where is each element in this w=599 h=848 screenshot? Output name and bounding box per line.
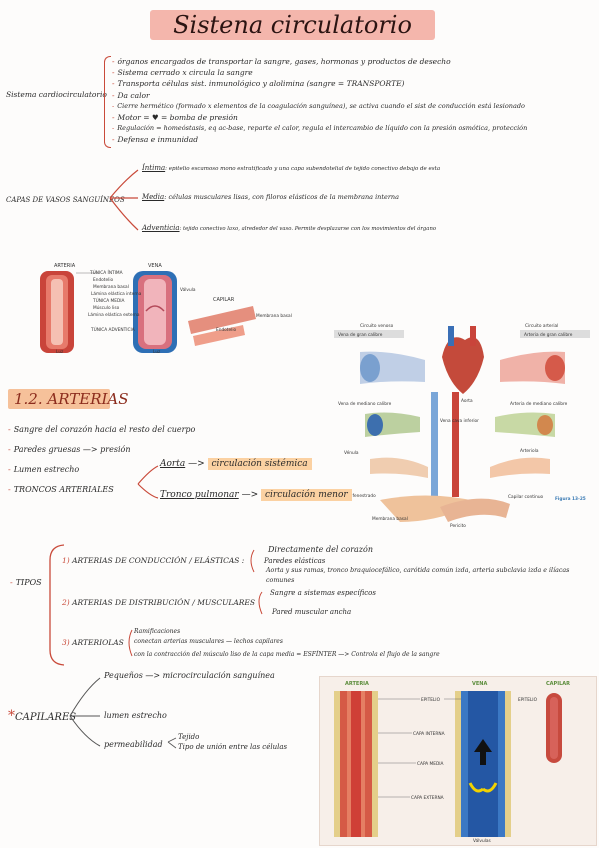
list-item: -Regulación = homeóstasis, eq ac-base, r…	[112, 124, 528, 133]
vasos-label: CAPAS DE VASOS SANGUÍNEOS	[6, 196, 125, 204]
tipos-label: -TIPOS	[10, 578, 42, 587]
svg-text:CAPA EXTERNA: CAPA EXTERNA	[411, 795, 444, 801]
tipo-2: 2) ARTERIAS DE DISTRIBUCIÓN / MUSCULARES	[62, 598, 256, 607]
svg-text:ARTERIA: ARTERIA	[345, 681, 369, 687]
list-item: -Sistema cerrado x circula la sangre	[112, 68, 253, 78]
capilar-item: Pequeños —> microcirculación sanguínea	[104, 671, 275, 680]
svg-text:Capilar continuo: Capilar continuo	[508, 494, 544, 500]
tipo-1: 1) ARTERIAS DE CONDUCCIÓN / ELÁSTICAS :	[62, 556, 245, 565]
list-item: -órganos encargados de transportar la sa…	[112, 57, 451, 66]
svg-text:TÚNICA ÍNTIMA: TÚNICA ÍNTIMA	[89, 269, 123, 276]
vaso-adventicia: Adventicia: tejido conectivo laxo, alred…	[142, 224, 437, 232]
circulation-illustration: Circuito venoso Vena de gran calibre Cir…	[330, 322, 592, 529]
capilares-label: *CAPILARES	[8, 708, 77, 724]
svg-text:Luz: Luz	[153, 349, 161, 355]
svg-text:CAPA INTERNA: CAPA INTERNA	[413, 731, 445, 737]
page-title: Sistena circulatorio	[173, 11, 412, 39]
svg-text:Lámina elástica interna: Lámina elástica interna	[91, 290, 142, 297]
list-item: -Motor = ♥ = bomba de presión	[112, 113, 238, 123]
svg-text:Membrana basal: Membrana basal	[93, 284, 129, 290]
list-item: -Transporta células sist. inmunológico y…	[112, 79, 405, 89]
svg-text:EPITELIO: EPITELIO	[421, 697, 441, 703]
list-item: -TRONCOS ARTERIALES	[8, 485, 114, 494]
svg-text:VENA: VENA	[472, 681, 487, 687]
svg-text:Lámina elástica externa: Lámina elástica externa	[88, 311, 140, 318]
arterias-heading-highlight	[8, 389, 110, 409]
tipo-1-item: Paredes elásticas	[264, 557, 326, 565]
tipo-2-item: Pared muscular ancha	[272, 608, 352, 616]
vaso-media: Media: células musculares lisas, con fil…	[142, 193, 399, 201]
svg-text:CAPA MEDIA: CAPA MEDIA	[417, 761, 444, 767]
svg-text:EPITELIO: EPITELIO	[518, 697, 538, 703]
tipo-3: 3) ARTERIOLAS	[62, 638, 124, 647]
list-item: -Cierre hermético (formado x elementos d…	[112, 101, 525, 110]
flow-arrow-icon	[474, 739, 492, 765]
list-item: -Sangre del corazón hacia el resto del c…	[8, 425, 196, 434]
aorta-row: Aorta —> circulación sistémica	[160, 458, 312, 470]
vena-cava-drawing	[431, 392, 438, 497]
tipo-3-item: Ramificaciones	[134, 628, 181, 635]
svg-text:Válvula: Válvula	[180, 286, 196, 293]
svg-text:Arteriola: Arteriola	[520, 448, 539, 454]
svg-text:Endotelio: Endotelio	[216, 327, 237, 333]
tipo-2-item: Sangre a sistemas específicos	[270, 589, 376, 597]
permeabilidad: permeabilidad	[104, 740, 163, 749]
illus1-vena-title: VENA	[148, 263, 162, 269]
svg-text:Figura 13-25: Figura 13-25	[555, 496, 586, 502]
illus1-capilar-title: CAPILAR	[213, 297, 235, 303]
aorta-drawing	[452, 392, 459, 497]
svg-text:Circuito arterial: Circuito arterial	[525, 323, 558, 329]
list-item: -Da calor	[112, 90, 150, 100]
tipo-3-item: conectan arterias musculares — lechos ca…	[134, 638, 283, 645]
list-item: -Defensa e inmunidad	[112, 135, 199, 145]
svg-text:Vénula: Vénula	[344, 449, 359, 456]
capilar-item: lumen estrecho	[104, 711, 167, 720]
tipo-1-item: Aorta y sus ramas, tronco braquiocefálic…	[266, 567, 570, 584]
section1-brace	[104, 56, 111, 148]
perm-item: Tejido	[178, 733, 200, 741]
title-highlight	[150, 10, 435, 40]
svg-text:Endotelio: Endotelio	[93, 277, 114, 283]
heart-drawing	[442, 337, 484, 394]
svg-text:Capilar fenestrado: Capilar fenestrado	[336, 493, 376, 499]
svg-text:Aorta: Aorta	[461, 398, 473, 404]
section1-list: -órganos encargados de transportar la sa…	[112, 56, 527, 146]
vessel-wall-illustration: ARTERIA VENA CAPILAR EPITELIO EPITELIO C…	[319, 676, 597, 846]
section1-label: Sistema cardiocirculatorio	[6, 90, 107, 99]
arterias-list: -Sangre del corazón hacia el resto del c…	[8, 420, 195, 500]
vessel-layers-illustration: ARTERIA VENA CAPILAR TÚNICA ÍNTIMA Endot…	[38, 261, 292, 356]
svg-text:Pericito: Pericito	[450, 523, 466, 529]
svg-text:TÚNICA ADVENTICIA: TÚNICA ADVENTICIA	[90, 326, 135, 333]
svg-text:Arteria de gran calibre: Arteria de gran calibre	[524, 332, 573, 338]
svg-text:Vena cava inferior: Vena cava inferior	[440, 418, 479, 424]
illus1-arteria-title: ARTERIA	[54, 263, 76, 269]
svg-text:TÚNICA MEDIA: TÚNICA MEDIA	[92, 297, 125, 304]
svg-text:Arteria de mediano calibre: Arteria de mediano calibre	[510, 401, 568, 407]
capillary-drawing	[188, 306, 256, 334]
tipo-1-item: Directamente del corazón	[268, 545, 373, 554]
svg-text:CAPILAR: CAPILAR	[546, 681, 570, 687]
svg-text:Circuito venoso: Circuito venoso	[360, 323, 394, 329]
tipo-3-item: con la contracción del músculo liso de l…	[134, 651, 440, 658]
svg-text:Vena de mediano calibre: Vena de mediano calibre	[338, 401, 392, 407]
svg-text:Membrana basal: Membrana basal	[256, 313, 292, 319]
svg-text:Vena de gran calibre: Vena de gran calibre	[338, 332, 383, 338]
perm-item: Tipo de unión entre las células	[178, 743, 288, 751]
svg-text:Válvulas: Válvulas	[473, 837, 492, 844]
list-item: -Lumen estrecho	[8, 465, 80, 474]
arterias-heading: 1.2. ARTERIAS	[14, 390, 129, 408]
list-item: -Paredes gruesas —> presión	[8, 445, 131, 454]
tronco-row: Tronco pulmonar —> circulación menor	[160, 489, 352, 501]
svg-text:Membrana basal: Membrana basal	[372, 516, 408, 522]
svg-text:Luz: Luz	[56, 349, 64, 355]
svg-text:Músculo liso: Músculo liso	[93, 304, 120, 311]
vaso-intima: Íntima: epitelio escamoso mono estratifi…	[142, 164, 441, 172]
